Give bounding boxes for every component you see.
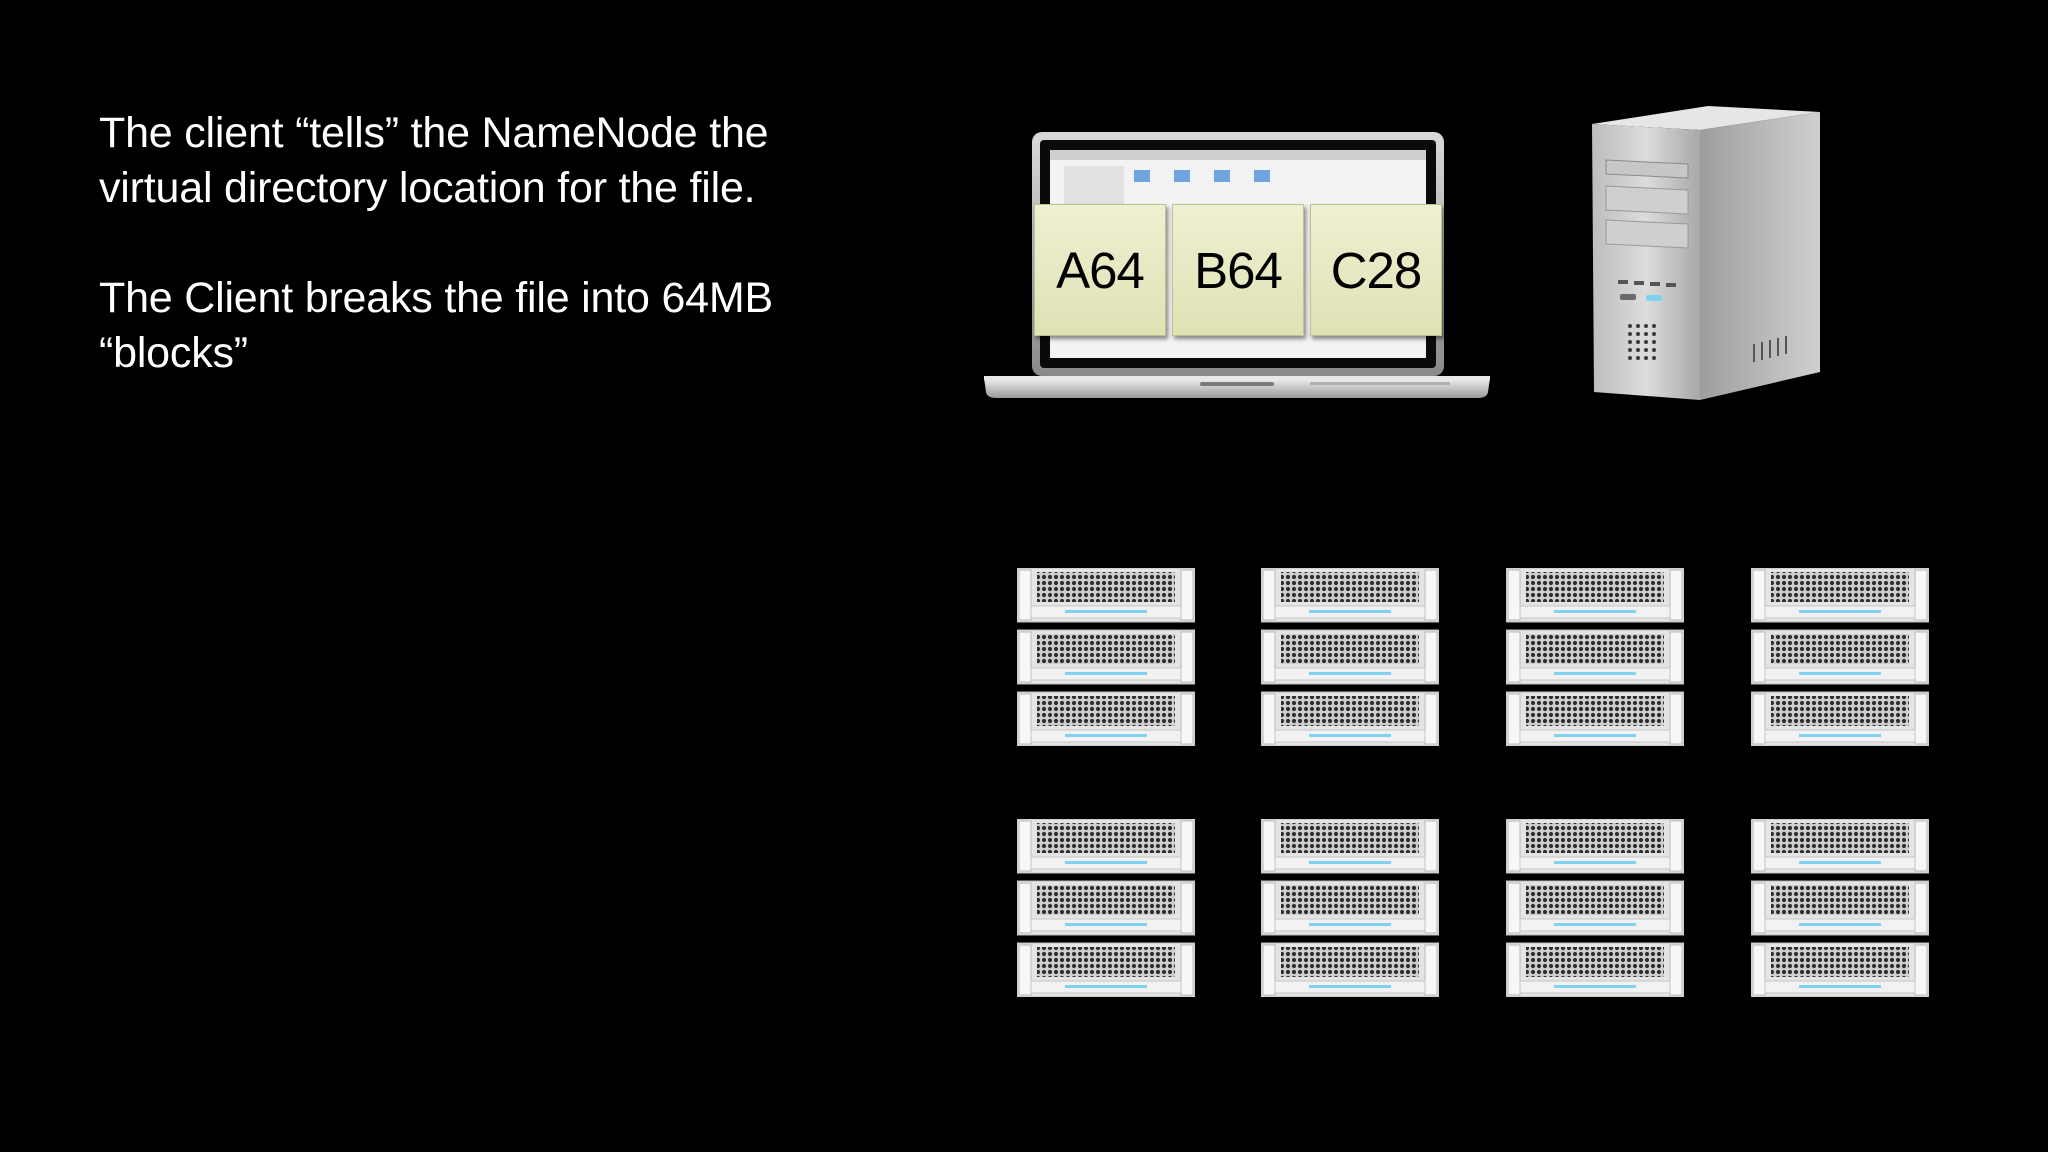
rack-server-icon [1261, 568, 1439, 746]
block-a64: A64 [1034, 204, 1166, 336]
rack-server-icon [1261, 819, 1439, 997]
rack-server-icon [1017, 568, 1195, 746]
paragraph-namenode: The client “tells” the NameNode the virt… [99, 109, 769, 212]
paragraph-blocks: The Client breaks the file into 64MB “bl… [99, 274, 773, 377]
rack-server-icon [1017, 819, 1195, 997]
rack-server-icon [1506, 568, 1684, 746]
block-c28: C28 [1310, 204, 1442, 336]
rack-server-icon [1506, 819, 1684, 997]
rack-server-icon [1751, 568, 1929, 746]
block-b64: B64 [1172, 204, 1304, 336]
slide-text: The client “tells” the NameNode the virt… [99, 106, 879, 381]
tower-server-icon [1588, 104, 1824, 404]
rack-server-icon [1751, 819, 1929, 997]
